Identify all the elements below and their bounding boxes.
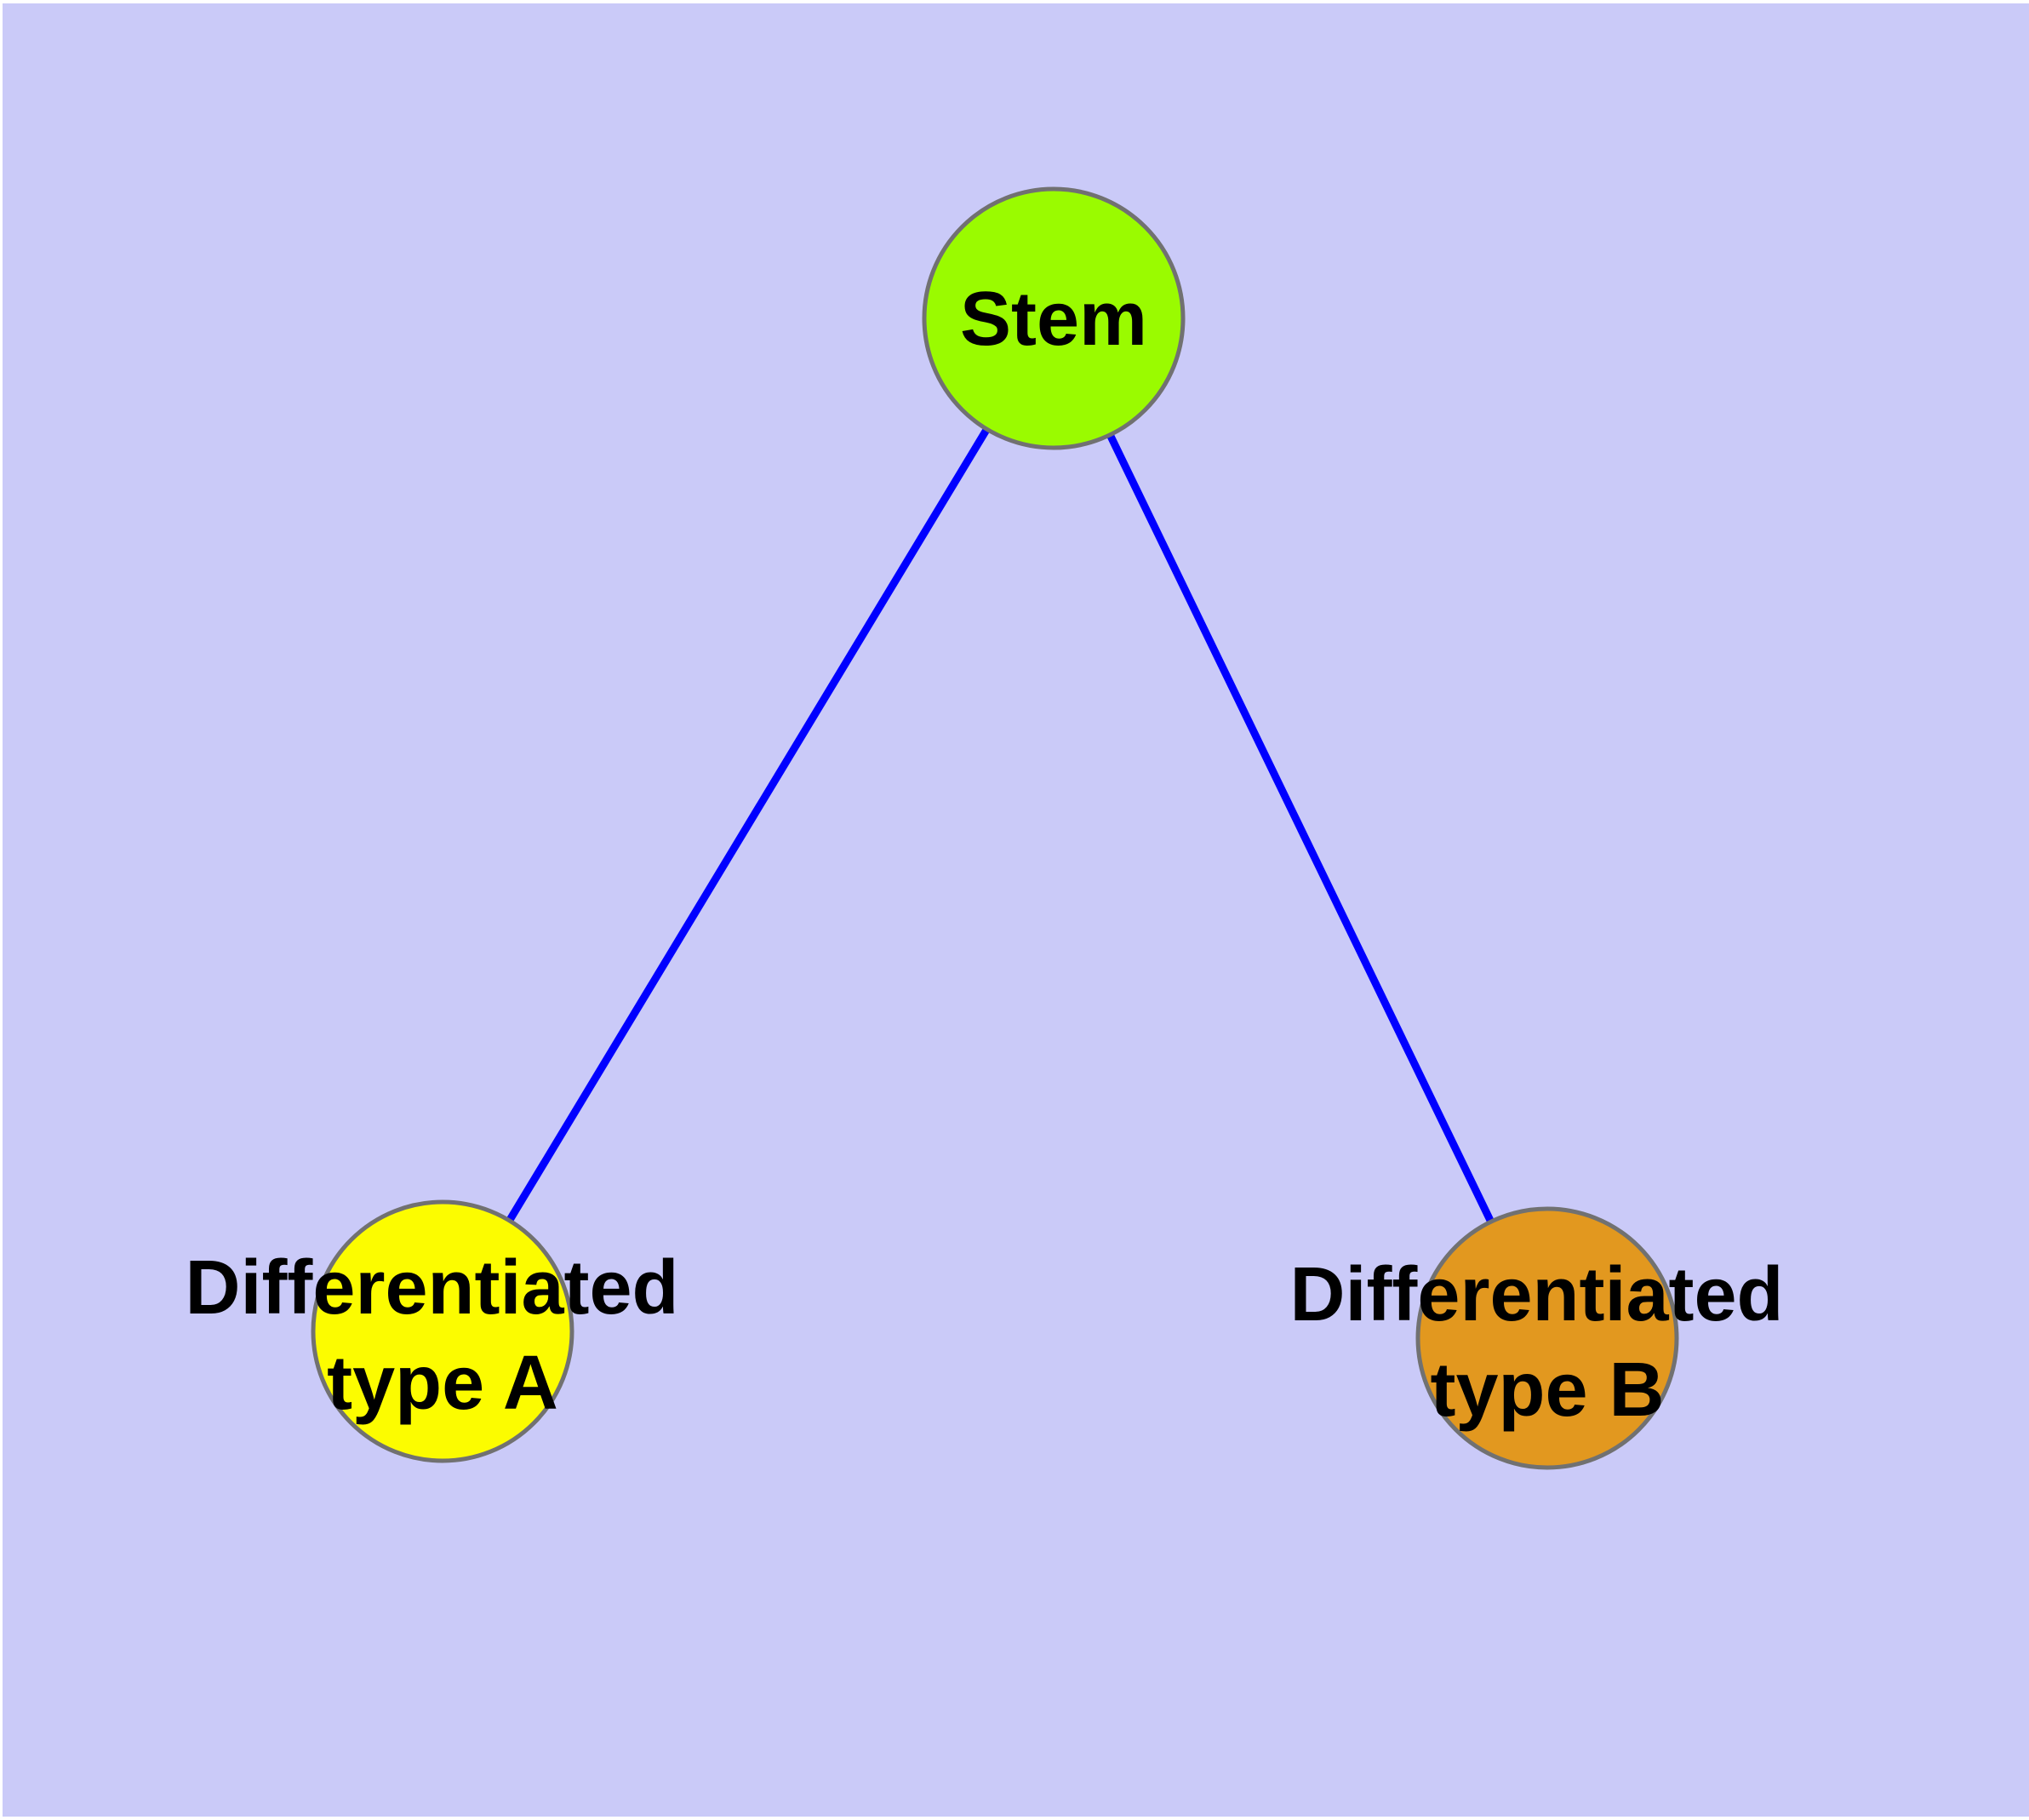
node-type-a-label-line1: Differentiated [185,1245,678,1331]
node-type-a-label-line2: type A [327,1341,558,1426]
node-type-a-circle [311,1199,574,1463]
node-stem-circle [922,186,1186,450]
node-type-b-label-line2: type B [1430,1348,1664,1433]
node-type-a-label: Differentiated type A [185,1245,700,1426]
node-stem-label: Stem [960,277,1147,362]
node-type-b-circle [1415,1206,1679,1470]
edge-stem-to-type-b [1049,317,1552,1340]
node-type-b-label: Differentiated type B [1289,1252,1804,1433]
edge-stem-to-type-a [439,316,1057,1334]
node-type-b-label-line1: Differentiated [1289,1252,1783,1337]
